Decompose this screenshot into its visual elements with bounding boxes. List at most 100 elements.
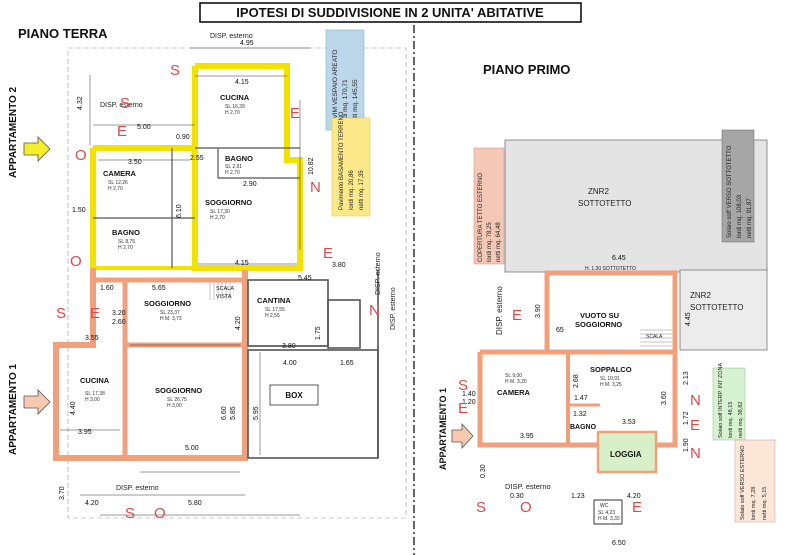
- room-cucina-2: CUCINA: [220, 93, 250, 102]
- title-box: [199, 2, 582, 23]
- apt1-label-right: APPARTAMENTO 1: [438, 388, 448, 470]
- dim-660: 6.60: [221, 406, 228, 420]
- room-soggiorno-1b-height: H 3,00: [167, 403, 182, 409]
- dim-r-65: 65: [556, 327, 564, 334]
- room-soggiorno-1a-area: SL 23,37: [160, 310, 180, 316]
- compass-r-e-4: E: [632, 499, 642, 516]
- dim-r-445: 4.45: [685, 312, 692, 326]
- room-cucina-1-area: SL 17,38: [85, 391, 105, 397]
- note-areato: pAVIM VESPAIO AREATO lordi mq. 170,71 ne…: [325, 29, 365, 131]
- compass-o-2: O: [70, 253, 82, 270]
- dim-420-a: 4.20: [235, 316, 242, 330]
- dim-355: 3.55: [85, 335, 99, 342]
- room-soggiorno-2-height: H 2,70: [210, 215, 225, 221]
- dim-255: 2.55: [190, 155, 204, 162]
- compass-r-e-3: E: [690, 417, 700, 434]
- room-soggiorno-2: SOGGIORNO: [205, 198, 252, 207]
- apartment-2-walls: [93, 147, 300, 268]
- znr2-right-2: SOTTOTETTO: [690, 303, 743, 312]
- room-wc: WC: [600, 503, 609, 509]
- znr2-top-2: SOTTOTETTO: [578, 199, 631, 208]
- room-cucina-1-height: H 3,00: [85, 397, 100, 403]
- dim-r-360: 3.60: [661, 391, 668, 405]
- disp-right-bottom: DISP. esterno: [505, 482, 551, 491]
- stairs-left: [209, 282, 231, 300]
- note-basamento-title: Pavimento BASAMENTO TERRENO: [339, 111, 345, 210]
- label-scala-right: SCALA: [646, 334, 663, 340]
- znr2-right-1: ZNR2: [690, 291, 711, 300]
- dim-r-sottotetto: H. 1.30 SOTTOTETTO: [585, 266, 636, 272]
- dim-320: 3.20: [112, 310, 126, 317]
- room-bagno-2a: BAGNO: [112, 228, 140, 237]
- dim-r-147: 1.47: [574, 395, 588, 402]
- room-cucina-2-area: SL 16,39: [225, 104, 245, 110]
- dim-r-132: 1.32: [573, 411, 587, 418]
- arrow-apt1-right-icon: [451, 422, 474, 450]
- znr2-top-1: ZNR2: [588, 187, 609, 196]
- note-solaio-interp: Solaio soff INTERP. INT ZONA lordi mq. 4…: [712, 362, 746, 441]
- compass-e-3: E: [90, 305, 100, 322]
- compass-s-1: S: [170, 62, 180, 79]
- dim-r-268: 2.68: [573, 374, 580, 388]
- dim-r-197: 1.23: [571, 493, 585, 500]
- room-bagno-2b-height: H 2,70: [225, 170, 240, 176]
- left-heading: PIANO TERRA: [18, 26, 108, 41]
- dim-r-390-a: 3.90: [535, 304, 542, 318]
- note-solaio-interp-title: Solaio soff INTERP. INT ZONA: [718, 362, 724, 438]
- note-basamento: Pavimento BASAMENTO TERRENO lordi mq. 20…: [331, 111, 371, 217]
- dim-r-213: 2.13: [683, 371, 690, 385]
- note-copertura: COPERTURA TETTO ESTERNO lordi mq. 78,25 …: [473, 147, 505, 265]
- compass-o-3: O: [154, 505, 166, 522]
- note-solaio-esterno-lordi: lordi mq. 7,28: [751, 487, 757, 520]
- dim-1082: 10.82: [308, 157, 315, 175]
- dim-595: 5.95: [253, 406, 260, 420]
- room-wc-area: SL 4,23: [598, 510, 615, 516]
- room-bagno-right: BAGNO: [570, 424, 597, 431]
- room-camera-right-area: SL 9,00: [505, 373, 522, 379]
- room-camera-2-height: H 2,70: [108, 186, 123, 192]
- dim-395-a: 3.95: [78, 429, 92, 436]
- compass-e-4: E: [323, 245, 333, 262]
- right-heading: PIANO PRIMO: [483, 62, 570, 77]
- compass-s-2: S: [120, 95, 130, 112]
- arrow-apt2-icon: [23, 136, 51, 162]
- room-vuoto-1: VUOTO SU: [580, 311, 619, 320]
- dim-432: 4.32: [77, 96, 84, 110]
- page-title: IPOTESI DI SUDDIVISIONE IN 2 UNITA' ABIT…: [236, 5, 544, 20]
- compass-n-2: N: [369, 302, 380, 319]
- dim-r-645: 6.45: [612, 255, 626, 262]
- note-solaio-top: Solaio soff VERSO SOTTOTETTO lordi mq. 1…: [721, 129, 755, 243]
- compass-e-1: E: [117, 123, 127, 140]
- dim-380-cantina: 3.80: [282, 343, 296, 350]
- dim-415-top: 4.15: [235, 79, 249, 86]
- room-cucina-2-height: H 2,70: [225, 110, 240, 116]
- room-cantina-height: H 2,55: [265, 313, 280, 319]
- dim-r-650: 6.50: [612, 540, 626, 547]
- dim-r-172: 1.72: [683, 411, 690, 425]
- dim-350: 3.50: [128, 159, 142, 166]
- dim-380-top: 3.80: [332, 262, 346, 269]
- note-copertura-lordi: lordi mq. 78,25: [487, 222, 493, 262]
- disp-right-2: DISP. esterno: [375, 252, 382, 295]
- label-vista: VISTA: [216, 294, 232, 300]
- room-soggiorno-1b-area: SL 26,75: [167, 397, 187, 403]
- compass-r-s-1: S: [458, 377, 468, 394]
- compass-s-3: S: [56, 305, 66, 322]
- room-camera-2: CAMERA: [103, 169, 136, 178]
- dim-260-a: 2.60: [112, 319, 126, 326]
- note-solaio-top-lordi: lordi mq. 108,03: [737, 194, 743, 238]
- dim-r-190-a: 1.90: [683, 438, 690, 452]
- note-solaio-top-title: Solaio soff VERSO SOTTOTETTO: [727, 145, 733, 238]
- dim-r-383: 4.20: [627, 493, 641, 500]
- dim-r-420-v: 0.30: [480, 464, 487, 478]
- disp-bottom: DISP. esterno: [116, 485, 159, 492]
- disp-left-2: DISP. esterno: [100, 102, 143, 109]
- arrow-apt1-left-icon: [23, 389, 51, 415]
- room-box: BOX: [285, 391, 303, 400]
- compass-r-e-1: E: [458, 400, 468, 417]
- dim-r-395: 3.95: [520, 433, 534, 440]
- dim-370: 3.70: [59, 486, 66, 500]
- room-soggiorno-1b: SOGGIORNO: [155, 386, 202, 395]
- dim-610: 6.10: [176, 204, 183, 218]
